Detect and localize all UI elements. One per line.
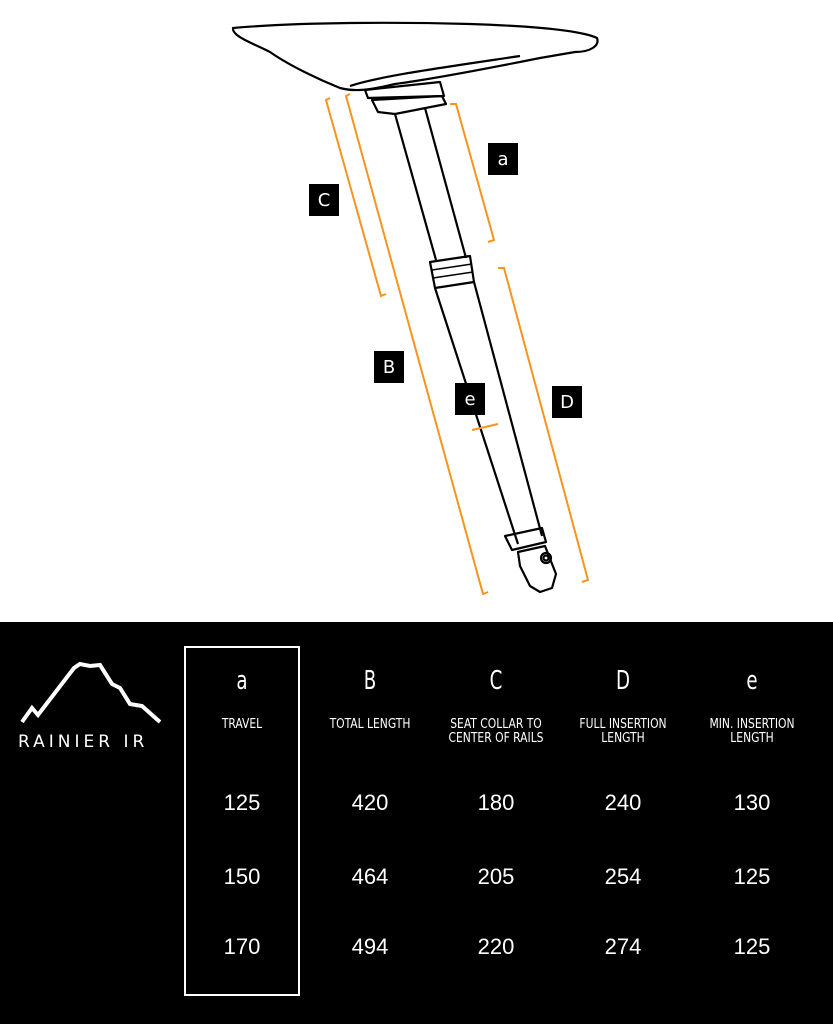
table-cell: 205 bbox=[477, 864, 515, 889]
table-cell: 150 bbox=[223, 864, 261, 889]
rail-clamp bbox=[363, 80, 446, 100]
lower-tube bbox=[433, 281, 544, 545]
table-cell: 240 bbox=[604, 790, 642, 815]
upper-stanchion bbox=[393, 107, 468, 261]
saddle-bottom-shell bbox=[349, 54, 521, 88]
column-label: SEAT COLLAR TO CENTER OF RAILS bbox=[448, 717, 544, 746]
column-key: B bbox=[363, 666, 377, 696]
table-cell: 125 bbox=[733, 864, 771, 889]
lower-tube-end bbox=[503, 526, 548, 552]
table-cell: 464 bbox=[351, 864, 389, 889]
table-cell: 130 bbox=[733, 790, 771, 815]
table-cell: 254 bbox=[604, 864, 642, 889]
dim-b bbox=[344, 93, 489, 596]
spec-table: RAINIER IR a TRAVEL 125 150 170 B TOTAL … bbox=[0, 622, 833, 1024]
column-label: MIN. INSERTION LENGTH bbox=[709, 717, 795, 746]
clamp-head bbox=[370, 94, 448, 116]
brand-name: RAINIER IR bbox=[18, 732, 149, 752]
column-key: D bbox=[615, 666, 631, 696]
table-cell: 274 bbox=[604, 934, 642, 959]
table-cell: 125 bbox=[733, 934, 771, 959]
table-cell: 420 bbox=[351, 790, 389, 815]
column-label: FULL INSERTION LENGTH bbox=[579, 717, 667, 746]
seat-collar bbox=[428, 254, 476, 290]
label-c: C bbox=[309, 184, 339, 216]
label-b: B bbox=[374, 351, 404, 383]
seatpost-diagram: a C B e D bbox=[231, 21, 599, 596]
table-cell: 125 bbox=[223, 790, 261, 815]
mountain-logo-icon bbox=[20, 661, 162, 724]
table-cell: 494 bbox=[351, 934, 389, 959]
dimension-lines bbox=[324, 93, 590, 596]
table-cell: 220 bbox=[477, 934, 515, 959]
table-cell: 180 bbox=[477, 790, 515, 815]
column-label: TOTAL LENGTH bbox=[329, 717, 411, 732]
column-key: e bbox=[746, 666, 758, 696]
table-cell: 170 bbox=[223, 934, 261, 959]
seatpost-drawing bbox=[231, 21, 599, 594]
seatpost-illustration bbox=[231, 21, 599, 596]
column-key: C bbox=[489, 666, 503, 696]
column-label: TRAVEL bbox=[221, 717, 263, 732]
dim-d bbox=[498, 267, 590, 583]
column-key: a bbox=[236, 666, 248, 696]
label-a: a bbox=[488, 143, 518, 175]
saddle bbox=[231, 21, 599, 92]
dim-e-tick bbox=[471, 423, 499, 431]
travel-column-highlight bbox=[184, 646, 300, 996]
label-e: e bbox=[455, 383, 485, 415]
dim-a bbox=[450, 103, 496, 243]
label-d: D bbox=[552, 386, 582, 418]
dim-c bbox=[324, 97, 387, 298]
cable-actuator bbox=[516, 544, 558, 594]
